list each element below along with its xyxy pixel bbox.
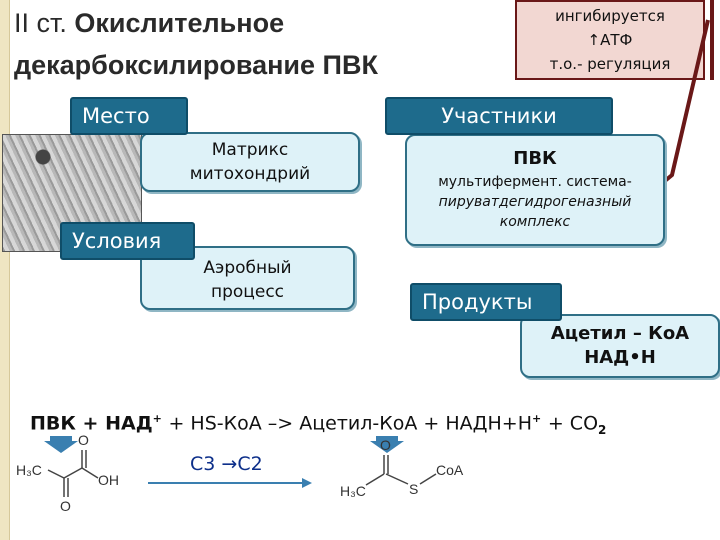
place-line2: митохондрий	[189, 164, 311, 184]
participants-box: ПВК мультифермент. система- пируватдегид…	[405, 134, 665, 246]
pyruvate-o-bottom: O	[60, 498, 71, 514]
acetyl-h3c: H₃C	[340, 483, 366, 499]
eq-nad: + НАД	[82, 412, 153, 435]
pointer-arrow-pvk-icon	[44, 436, 78, 453]
products-box: Ацетил – КоА НАД•Н	[520, 314, 720, 378]
regulation-line1: ингибируется	[555, 7, 665, 25]
pyruvate-oh: OH	[98, 472, 119, 488]
regulation-line2: ↑АТФ	[587, 31, 633, 49]
title-line1: Окислительное	[74, 8, 285, 38]
participants-line1: мультифермент. система-	[438, 174, 632, 190]
acetyl-s: S	[409, 481, 419, 497]
page-title: II ст. Окислительное декарбоксилирование…	[14, 2, 504, 86]
regulation-line3: т.о.- регуляция	[549, 55, 671, 73]
products-tab: Продукты	[410, 283, 562, 321]
acetyl-coa: CoA	[436, 462, 464, 478]
acetyl-coa-structure	[365, 455, 437, 486]
place-line1: Матрикс	[211, 140, 289, 160]
eq-sup-nad: +	[152, 412, 162, 425]
eq-sub-two: 2	[598, 423, 607, 438]
pointer-arrow-acetyl-icon	[370, 436, 404, 453]
eq-co: + СО	[547, 412, 599, 435]
place-box: Матрикс митохондрий	[140, 132, 360, 192]
left-decorative-strip	[0, 0, 10, 540]
participants-line2: пируватдегидрогеназный	[438, 194, 632, 210]
carbon-change-label: C3 →C2	[190, 453, 263, 475]
conditions-line1: Аэробный	[203, 258, 292, 278]
participants-title: ПВК	[513, 148, 557, 169]
reaction-arrow-head-icon	[302, 478, 312, 488]
title-prefix: II ст.	[14, 8, 67, 38]
title-line2: декарбоксилирование ПВК	[14, 50, 378, 80]
conditions-line2: процесс	[210, 282, 285, 302]
regulation-side-bar	[710, 0, 714, 80]
pyruvate-o-top: O	[78, 432, 89, 448]
participants-tab: Участники	[385, 97, 613, 135]
conditions-tab: Условия	[60, 222, 195, 260]
participants-line3: комплекс	[499, 214, 571, 230]
regulation-box: ингибируется ↑АТФ т.о.- регуляция	[515, 0, 705, 80]
pyruvate-structure	[47, 450, 99, 497]
place-tab: Место	[70, 97, 188, 135]
products-line2: НАД•Н	[584, 347, 656, 368]
reaction-equation: ПВК + НАД+ + HS-КоА –> Ацетил-КоА + НАДН…	[30, 406, 710, 443]
pyruvate-h3c: H₃C	[16, 462, 42, 478]
eq-pvk: ПВК	[30, 412, 76, 435]
products-line1: Ацетил – КоА	[550, 323, 690, 344]
eq-middle: + HS-КоА –> Ацетил-КоА + НАДН+Н	[168, 412, 532, 435]
eq-sup-h: +	[532, 412, 542, 425]
acetyl-o: O	[380, 437, 391, 453]
